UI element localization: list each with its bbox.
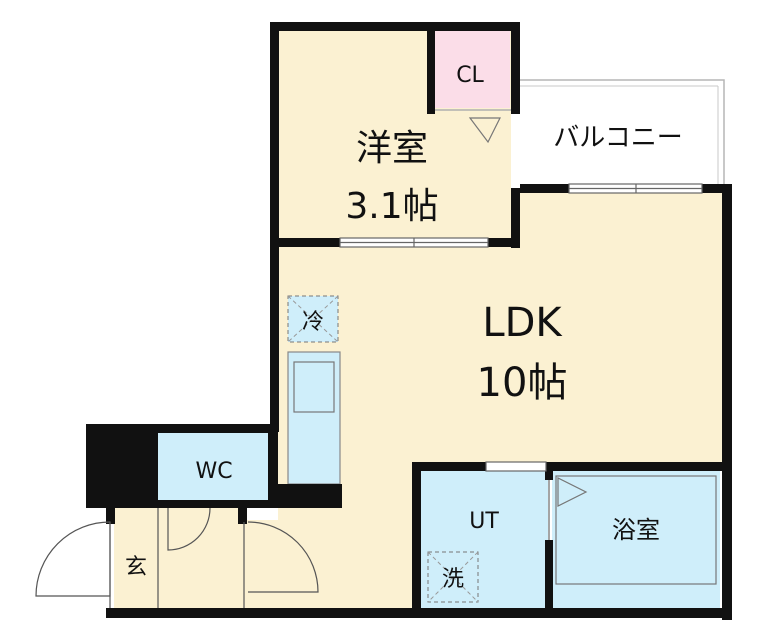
ut-label: UT [469,509,499,534]
wall-western-right-low [511,188,520,248]
closet-window [511,114,520,188]
wall-western-top [270,22,520,31]
wall-wc-block [86,424,158,508]
wc-door-swing [167,507,211,551]
balcony-area [511,79,725,189]
wall-entrance-left [106,498,115,524]
wall-ut-bath [545,470,553,480]
bathtub [555,475,717,585]
wall-western-right [511,22,520,114]
wall-kitchen-end [278,484,342,508]
kitchen-sink [293,361,335,413]
closet-label: CL [456,63,484,88]
bath-floor [552,470,720,610]
walls [86,22,732,620]
wall-western-bottom-l [270,238,340,247]
wall-closet-left [427,30,435,114]
wall-wc-right [268,424,278,508]
wc-floor [158,432,270,502]
closet-door-mark [468,117,501,144]
wall-ldk-right [722,184,732,620]
ut-door [485,461,547,472]
wall-ut-left [412,462,421,614]
wall-entrance-mid [238,500,247,524]
wall-western-left [270,22,279,242]
wc-label: WC [195,459,232,484]
wall-ldk-top-l [511,184,569,193]
ldk-size: 10帖 [477,360,568,406]
wall-ldk-left [270,242,279,432]
washer-diag-2 [427,551,479,603]
entrance-floor [114,505,245,612]
fridge-diag-1 [287,295,339,343]
balcony-label: バルコニー [553,123,682,153]
balcony [511,79,725,189]
fridge-label: 冷 [302,310,324,335]
doors [35,507,319,608]
western-room-name: 洋室 [356,128,428,169]
closet-floor [434,30,510,108]
wall-western-bottom-r [488,238,520,247]
ldk-name: LDK [482,300,563,346]
western-room-size: 3.1帖 [345,186,438,227]
wall-ut-bath-low [545,540,553,610]
ldk-floor [245,188,724,612]
ldk-door-swing [247,521,319,593]
entrance-label: 玄 [125,555,147,580]
fridge-diag-2 [287,295,339,343]
wall-ldk-top-r [702,184,732,193]
wall-wc-top [86,424,276,433]
bath-door-mark [557,477,588,507]
openings [339,114,703,540]
bath-label: 浴室 [612,516,660,544]
wall-wc-bottom [150,500,278,508]
washer-label: 洗 [442,567,464,592]
entrance-door-swing [35,521,111,597]
kitchen-counter [287,351,341,485]
wall-ut-top-r [546,462,730,471]
wall-ut-top-l [412,462,486,471]
